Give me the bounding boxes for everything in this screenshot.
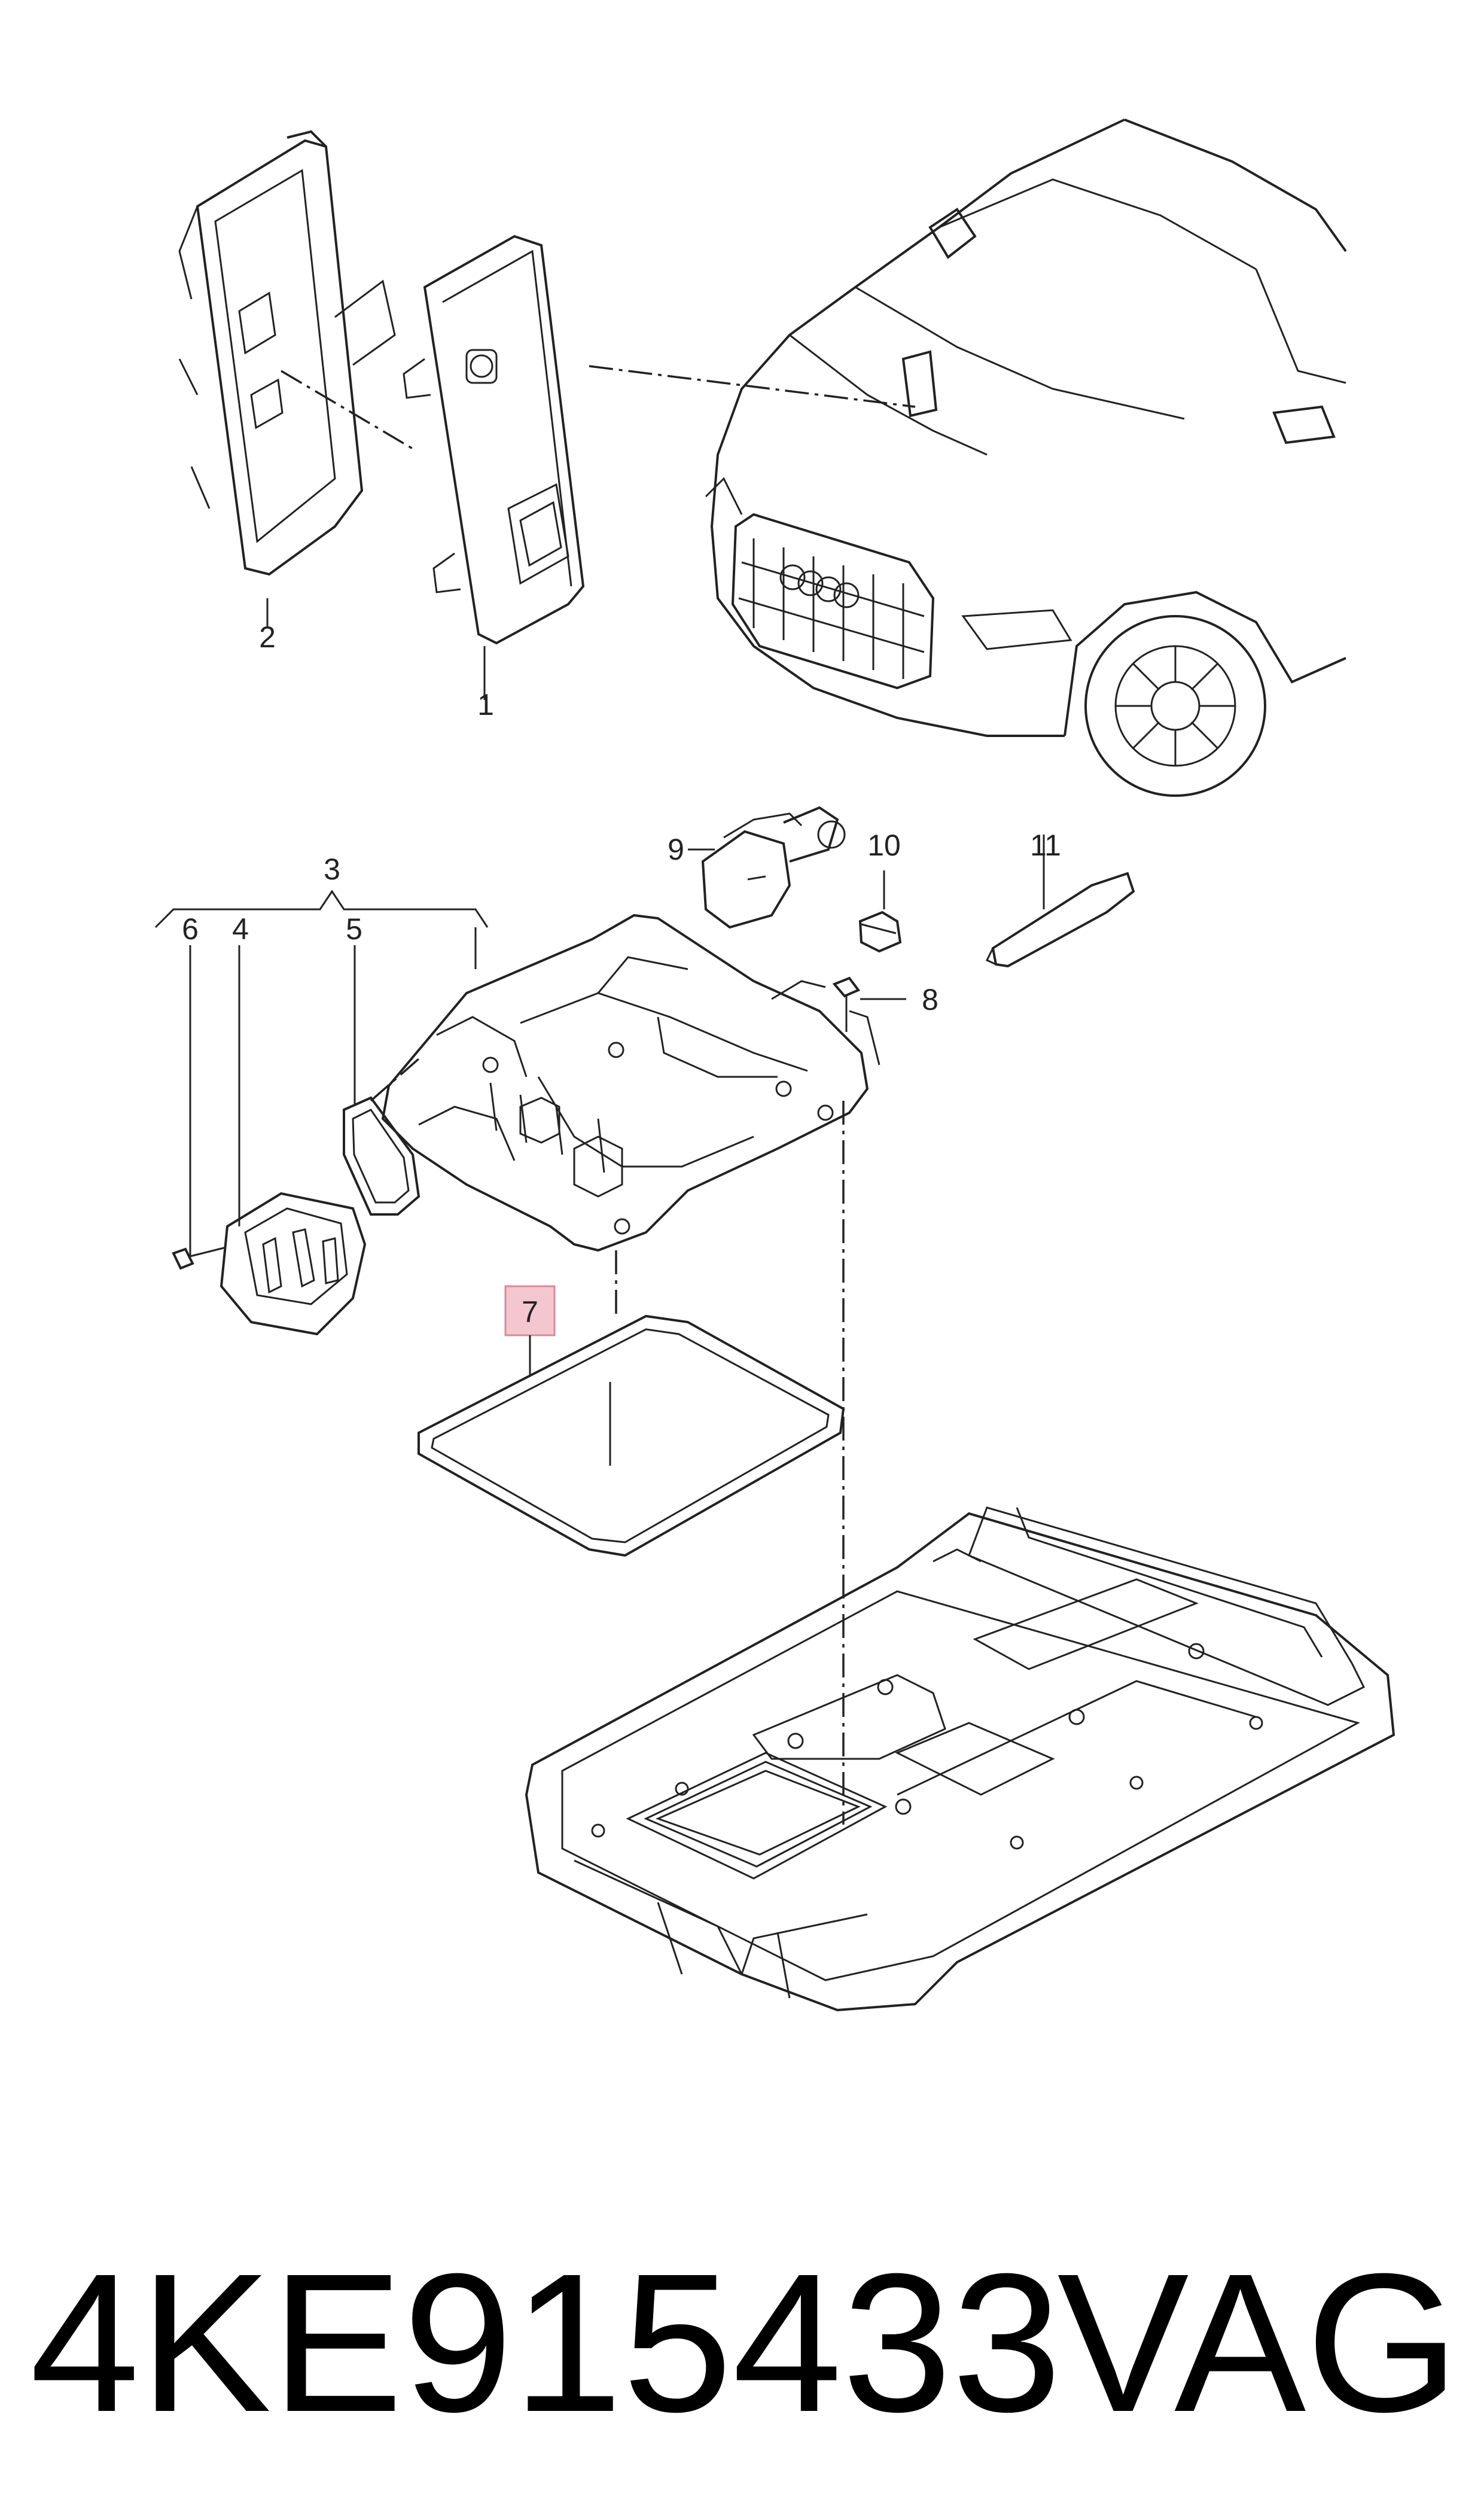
callout-8: 8 [922, 983, 938, 1016]
callout-1: 1 [477, 688, 494, 721]
part-number-text: 4KE915433 [30, 2232, 1062, 2453]
callout-3: 3 [324, 852, 340, 886]
part-7-seal [418, 1285, 845, 1557]
group-bracket-3 [154, 890, 489, 969]
callout-labels: 1 2 3 4 5 6 7 8 9 10 11 [182, 620, 1061, 1329]
assembly-link-lines [615, 1101, 845, 1825]
part-10-grommet [858, 870, 902, 953]
vehicle-outline [705, 118, 1347, 797]
part-6-screw [172, 945, 227, 1270]
callout-7-highlight [504, 1285, 556, 1336]
callout-11: 11 [1030, 829, 1061, 862]
part-9-coolant-connector [688, 806, 846, 929]
callout-4: 4 [232, 912, 249, 946]
part-11-sealant-tube [985, 835, 1135, 968]
leader-3-4 [370, 1058, 420, 1102]
callout-6: 6 [182, 912, 199, 946]
callout-9: 9 [668, 833, 684, 866]
part-2-bracket [178, 130, 396, 576]
part-8-bolt [832, 976, 906, 1032]
part-4-connector [220, 945, 367, 1336]
part-3-housing [381, 914, 880, 1252]
callout-7: 7 [522, 1295, 538, 1329]
brand-text: VAG [1058, 2232, 1459, 2453]
part-1-control-module [403, 235, 585, 645]
battery-tray [525, 1506, 1395, 2012]
part-5-gasket [343, 945, 420, 1216]
upper-leader-lines [266, 365, 916, 700]
callout-5: 5 [346, 912, 362, 946]
callout-10: 10 [867, 829, 901, 862]
callout-2: 2 [259, 620, 276, 654]
